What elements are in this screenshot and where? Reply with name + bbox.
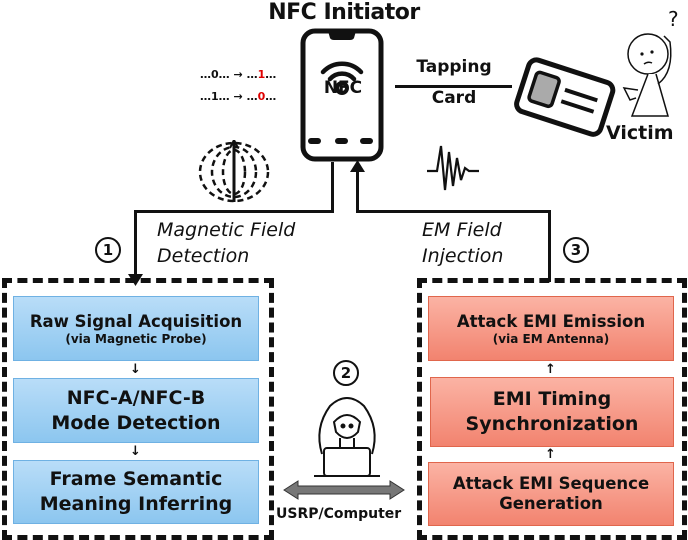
box-title-line2: Meaning Inferring (39, 493, 233, 515)
connector-phone-down (331, 162, 334, 212)
bidirectional-arrow-icon (283, 480, 405, 500)
box-title-line2: Generation (499, 494, 603, 513)
arrow-up-icon: ↑ (545, 362, 556, 377)
hacker-icon (314, 397, 380, 477)
mode-detection-box: NFC-A/NFC-B Mode Detection (13, 378, 259, 443)
box-title-line1: Attack EMI Sequence (452, 474, 650, 493)
arrow-down-icon: ↓ (130, 362, 141, 377)
emi-emission-box: Attack EMI Emission (via EM Antenna) (428, 296, 674, 361)
box-title-line2: Synchronization (465, 413, 639, 435)
connector-step1-down (134, 210, 137, 278)
detection-module (2, 278, 274, 540)
phone-icon (300, 28, 384, 162)
box-title-line1: EMI Timing (492, 388, 612, 410)
box-title-line2: Mode Detection (51, 411, 221, 434)
bit-flip-annotation: …0… → …1… …1… → …0… (200, 64, 310, 108)
magnetic-field-icon (198, 140, 270, 203)
step-3-label: EM Field Injection (422, 217, 503, 269)
step-1-label: Magnetic Field Detection (157, 217, 295, 269)
box-title: Raw Signal Acquisition (29, 311, 243, 331)
bit-flip-row: …1… → …0… (200, 90, 277, 103)
box-subtitle: (via Magnetic Probe) (65, 331, 207, 346)
box-subtitle: (via EM Antenna) (492, 331, 610, 346)
card-label: Card (431, 88, 477, 108)
connector-horizontal-right (356, 210, 551, 213)
diagram-title: NFC Initiator (268, 0, 420, 25)
box-title: Attack EMI Emission (456, 311, 646, 331)
step-1-label-line1: Magnetic Field (157, 219, 296, 241)
connector-horizontal-left (134, 210, 334, 213)
tapping-label: Tapping (416, 57, 492, 77)
raw-signal-acquisition-box: Raw Signal Acquisition (via Magnetic Pro… (13, 296, 259, 361)
step-2-badge: 2 (333, 360, 359, 386)
step-1-label-line2: Detection (157, 245, 250, 267)
nfc-label: NFC (323, 78, 363, 98)
card-icon (514, 57, 616, 137)
emi-timing-box: EMI Timing Synchronization (430, 377, 674, 447)
bit-flip-row: …0… → …1… (200, 68, 277, 81)
arrow-down-icon: ↓ (130, 444, 141, 459)
victim-label: Victim (606, 122, 674, 144)
emi-sequence-box: Attack EMI Sequence Generation (428, 462, 674, 526)
injection-module (417, 278, 687, 540)
em-wave-icon (427, 145, 479, 191)
connector-phone-up (356, 170, 359, 212)
step-3-label-line2: Injection (422, 245, 504, 267)
step-3-badge: 3 (563, 237, 589, 263)
arrow-up-icon (350, 160, 365, 172)
step-1-badge: 1 (95, 237, 121, 263)
tapping-divider (395, 85, 512, 88)
step-3-label-line1: EM Field (422, 219, 502, 241)
frame-semantic-box: Frame Semantic Meaning Inferring (13, 460, 259, 524)
victim-figure-icon: ? (622, 7, 679, 117)
usrp-computer-label: USRP/Computer (276, 506, 402, 522)
svg-text:?: ? (668, 7, 679, 31)
box-title-line1: NFC-A/NFC-B (66, 386, 206, 409)
box-title-line1: Frame Semantic (49, 468, 223, 490)
arrow-up-icon: ↑ (545, 447, 556, 462)
connector-step3-up (548, 210, 551, 282)
